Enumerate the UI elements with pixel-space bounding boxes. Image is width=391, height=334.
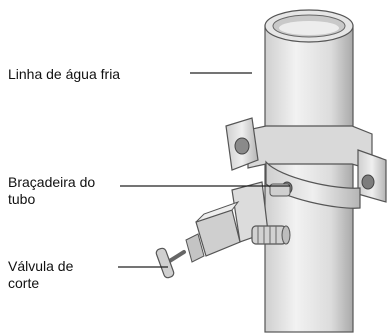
cold-water-pipe bbox=[264, 9, 354, 333]
pipe-clamp-label-line1: Braçadeira do bbox=[8, 174, 96, 190]
shutoff-valve-label-line2: corte bbox=[8, 275, 40, 291]
shutoff-valve-label-line1: Válvula de bbox=[8, 258, 74, 274]
cold-water-line-label: Linha de água fria bbox=[8, 66, 121, 82]
saddle-valve bbox=[155, 181, 291, 279]
pipe-clamp-label-line2: tubo bbox=[8, 191, 36, 207]
